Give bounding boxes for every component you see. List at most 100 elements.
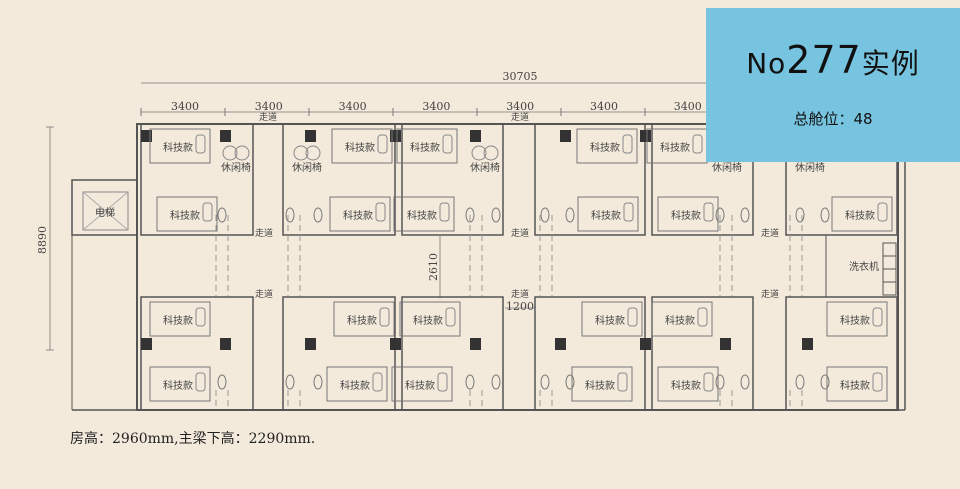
pod-pillow (442, 134, 453, 154)
module-width-dimension: 3400 (674, 100, 702, 113)
pod-label: 科技款 (671, 379, 701, 392)
cabin-cluster-wall (282, 296, 396, 411)
pod-label: 科技款 (591, 209, 621, 222)
cabin-cluster-wall (534, 296, 646, 411)
structural-column (640, 338, 651, 350)
lounge-label: 休闲椅 (795, 161, 825, 174)
module-width-dimension: 3400 (590, 100, 618, 113)
toilet-icon (715, 374, 725, 390)
pod-label: 科技款 (585, 379, 615, 392)
toilet-icon (465, 207, 475, 223)
elevator-shaft (71, 179, 138, 236)
pod-label: 科技款 (840, 314, 870, 327)
sleeping-pod (333, 301, 395, 337)
toilet-icon (715, 207, 725, 223)
pod-label: 科技款 (163, 141, 193, 154)
toilet-icon (217, 207, 227, 223)
chair-icon (222, 145, 238, 161)
pod-label: 科技款 (660, 141, 690, 154)
structural-column (720, 338, 731, 350)
lounge-label: 休闲椅 (712, 161, 742, 174)
pod-pillow (202, 202, 213, 222)
sleeping-pod (826, 366, 888, 402)
case-badge: No277实例 总舱位：48 (706, 8, 960, 162)
pod-pillow (379, 307, 390, 327)
corridor-label: 走道 (255, 227, 273, 239)
toilet-icon (540, 207, 550, 223)
case-prefix: No (746, 47, 787, 80)
module-width-dimension: 3400 (255, 100, 283, 113)
toilet-icon (285, 207, 295, 223)
sleeping-pod (399, 301, 461, 337)
pod-pillow (622, 134, 633, 154)
pod-label: 科技款 (595, 314, 625, 327)
case-number: 277 (786, 38, 862, 82)
cabin-cluster-wall (282, 123, 396, 236)
sleeping-pod (826, 301, 888, 337)
pod-label: 科技款 (343, 209, 373, 222)
sleeping-pod (393, 196, 455, 232)
sleeping-pod (657, 366, 719, 402)
pod-pillow (375, 202, 386, 222)
pod-pillow (697, 307, 708, 327)
cabin-cluster-wall (785, 296, 898, 411)
cabin-cluster-wall (140, 296, 254, 411)
sleeping-pod (651, 301, 713, 337)
structural-column (640, 130, 651, 142)
cabin-cluster-wall (651, 296, 754, 411)
pod-pillow (617, 372, 628, 392)
toilet-icon (540, 374, 550, 390)
corridor-width-dimension: 2610 (427, 253, 440, 281)
case-title: No277实例 (706, 38, 960, 82)
sleeping-pod (657, 196, 719, 232)
structural-column (470, 130, 481, 142)
pod-pillow (877, 202, 888, 222)
chair-icon (293, 145, 309, 161)
toilet-icon (565, 207, 575, 223)
corridor-label: 走道 (761, 288, 779, 300)
sleeping-pod (391, 366, 453, 402)
corridor-label: 走道 (511, 111, 529, 123)
total-width-dimension: 30705 (503, 70, 538, 83)
pod-pillow (377, 134, 388, 154)
door-gap-dimension: 1200 (506, 300, 534, 313)
toilet-icon (740, 374, 750, 390)
corridor-label: 走道 (259, 111, 277, 123)
case-suffix: 实例 (861, 47, 920, 80)
sleeping-pod (331, 128, 393, 164)
elevator-label: 电梯 (95, 206, 115, 219)
pod-pillow (195, 307, 206, 327)
corridor-label: 走道 (511, 227, 529, 239)
structural-column (555, 338, 566, 350)
pod-pillow (703, 202, 714, 222)
washing-machine (882, 242, 897, 257)
corridor-label: 走道 (255, 288, 273, 300)
washing-machine (882, 268, 897, 283)
pod-pillow (692, 134, 703, 154)
chair-icon (471, 145, 487, 161)
pod-pillow (872, 307, 883, 327)
structural-column (390, 338, 401, 350)
pod-label: 科技款 (410, 141, 440, 154)
sleeping-pod (329, 196, 391, 232)
pod-label: 科技款 (671, 209, 701, 222)
toilet-icon (820, 374, 830, 390)
lounge-label: 休闲椅 (292, 161, 322, 174)
pod-pillow (872, 372, 883, 392)
toilet-icon (313, 374, 323, 390)
sleeping-pod (156, 196, 218, 232)
toilet-icon (465, 374, 475, 390)
corridor-label: 走道 (761, 227, 779, 239)
pod-pillow (445, 307, 456, 327)
module-width-dimension: 3400 (422, 100, 450, 113)
chair-icon (305, 145, 321, 161)
sleeping-pod (149, 128, 211, 164)
washing-machine (882, 281, 897, 296)
depth-dimension: 8890 (36, 226, 49, 254)
structural-column (141, 130, 152, 142)
structural-column (220, 338, 231, 350)
toilet-icon (285, 374, 295, 390)
pod-pillow (372, 372, 383, 392)
module-width-dimension: 3400 (171, 100, 199, 113)
room-height-caption: 房高：2960mm,主梁下高：2290mm. (70, 431, 316, 447)
